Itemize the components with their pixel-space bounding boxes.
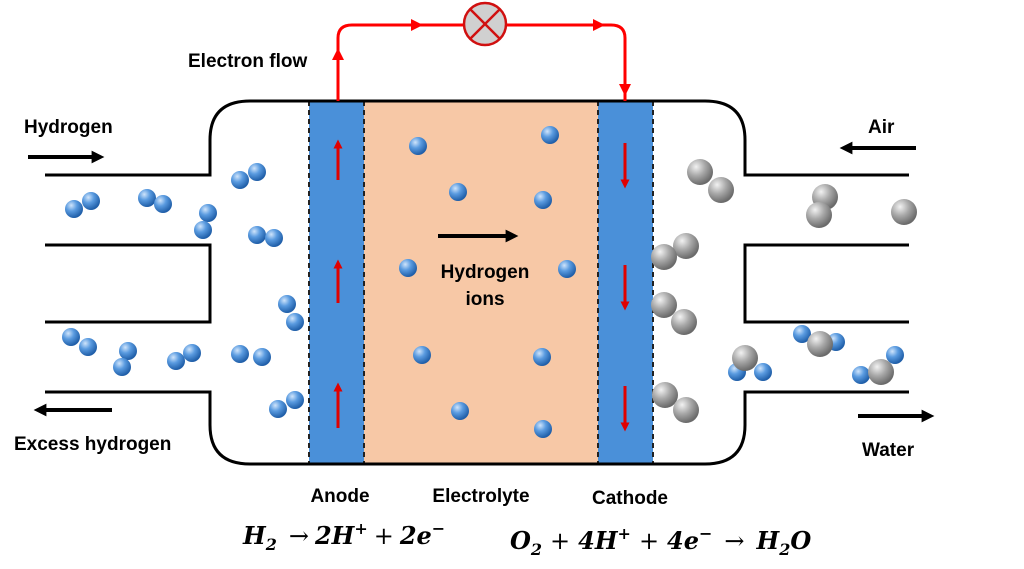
blue-sphere-icon <box>852 366 870 384</box>
anode-equation: H2→2H++2e− <box>242 519 445 554</box>
blue-sphere-icon <box>154 195 172 213</box>
hydrogen-inlet-label: Hydrogen <box>24 117 113 138</box>
eq-cathode-plus-2: + <box>639 527 659 555</box>
blue-sphere-icon <box>886 346 904 364</box>
oxygen-molecules <box>651 159 917 423</box>
gray-sphere-icon <box>891 199 917 225</box>
blue-sphere-icon <box>113 358 131 376</box>
blue-sphere-icon <box>534 420 552 438</box>
blue-sphere-icon <box>119 342 137 360</box>
blue-sphere-icon <box>269 400 287 418</box>
right-inner-channel <box>743 243 909 324</box>
blue-sphere-icon <box>793 325 811 343</box>
hydrogen-ions-label-line1: Hydrogen <box>441 262 530 283</box>
gray-sphere-icon <box>673 233 699 259</box>
lamp-symbol-icon <box>462 1 508 47</box>
gray-sphere-icon <box>687 159 713 185</box>
blue-sphere-icon <box>541 126 559 144</box>
blue-sphere-icon <box>82 192 100 210</box>
eq-anode-arrow: → <box>289 522 309 550</box>
eq-cathode-sub-b: 2 <box>778 540 790 559</box>
blue-sphere-icon <box>231 171 249 189</box>
cell-housing-outline <box>45 99 909 466</box>
blue-sphere-icon <box>194 221 212 239</box>
blue-sphere-icon <box>558 260 576 278</box>
blue-sphere-icon <box>409 137 427 155</box>
gray-sphere-icon <box>671 309 697 335</box>
eq-anode-plus: + <box>374 522 394 550</box>
blue-sphere-icon <box>754 363 772 381</box>
eq-cathode-o2: O <box>790 526 811 555</box>
blue-sphere-icon <box>65 200 83 218</box>
blue-sphere-icon <box>167 352 185 370</box>
eq-anode-minus-charge: − <box>432 519 445 538</box>
cathode-label: Cathode <box>592 488 668 509</box>
eq-cathode-plus-1: + <box>550 527 570 555</box>
anode-label: Anode <box>310 486 369 507</box>
blue-sphere-icon <box>253 348 271 366</box>
gray-sphere-icon <box>806 202 832 228</box>
blue-sphere-icon <box>533 348 551 366</box>
water-outlet-label: Water <box>862 440 915 461</box>
eq-anode-coef2: 2e <box>399 521 432 550</box>
electron-flow-label: Electron flow <box>188 51 308 72</box>
blue-sphere-icon <box>399 259 417 277</box>
gray-sphere-icon <box>673 397 699 423</box>
eq-cathode-o: O <box>510 526 531 555</box>
gray-sphere-icon <box>868 359 894 385</box>
gray-sphere-icon <box>651 244 677 270</box>
gray-sphere-icon <box>708 177 734 203</box>
blue-sphere-icon <box>286 313 304 331</box>
blue-sphere-icon <box>231 345 249 363</box>
blue-sphere-icon <box>248 226 266 244</box>
eq-anode-coef1: 2H <box>314 521 356 550</box>
blue-sphere-icon <box>534 191 552 209</box>
blue-sphere-icon <box>265 229 283 247</box>
electrolyte-region <box>364 101 598 464</box>
eq-cathode-coef2: 4e <box>667 526 699 555</box>
blue-sphere-icon <box>413 346 431 364</box>
eq-cathode-h: H <box>756 526 781 555</box>
blue-sphere-icon <box>449 183 467 201</box>
excess-hydrogen-label: Excess hydrogen <box>14 434 171 455</box>
gray-sphere-icon <box>732 345 758 371</box>
blue-sphere-icon <box>451 402 469 420</box>
blue-sphere-icon <box>248 163 266 181</box>
left-inner-channel <box>45 243 212 324</box>
eq-anode-sub: 2 <box>265 535 277 554</box>
gray-sphere-icon <box>807 331 833 357</box>
hydrogen-molecules <box>62 126 904 438</box>
eq-cathode-coef1: 4H <box>578 526 619 555</box>
gray-sphere-icon <box>652 382 678 408</box>
blue-sphere-icon <box>278 295 296 313</box>
gray-sphere-icon <box>651 292 677 318</box>
electrolyte-label: Electrolyte <box>432 486 529 507</box>
eq-cathode-minus-charge: − <box>699 524 712 543</box>
hydrogen-ions-label-line2: ions <box>465 289 504 310</box>
blue-sphere-icon <box>183 344 201 362</box>
eq-cathode-plus-charge: + <box>618 524 631 543</box>
eq-anode-plus-charge: + <box>354 519 367 538</box>
eq-cathode-sub-a: 2 <box>530 540 542 559</box>
eq-anode-h: H <box>242 521 267 550</box>
blue-sphere-icon <box>79 338 97 356</box>
air-inlet-label: Air <box>868 117 895 138</box>
cathode-equation: O2+4H++4e−→H2O <box>510 524 811 559</box>
eq-cathode-arrow: → <box>724 527 744 555</box>
blue-sphere-icon <box>62 328 80 346</box>
blue-sphere-icon <box>286 391 304 409</box>
blue-sphere-icon <box>199 204 217 222</box>
blue-sphere-icon <box>138 189 156 207</box>
